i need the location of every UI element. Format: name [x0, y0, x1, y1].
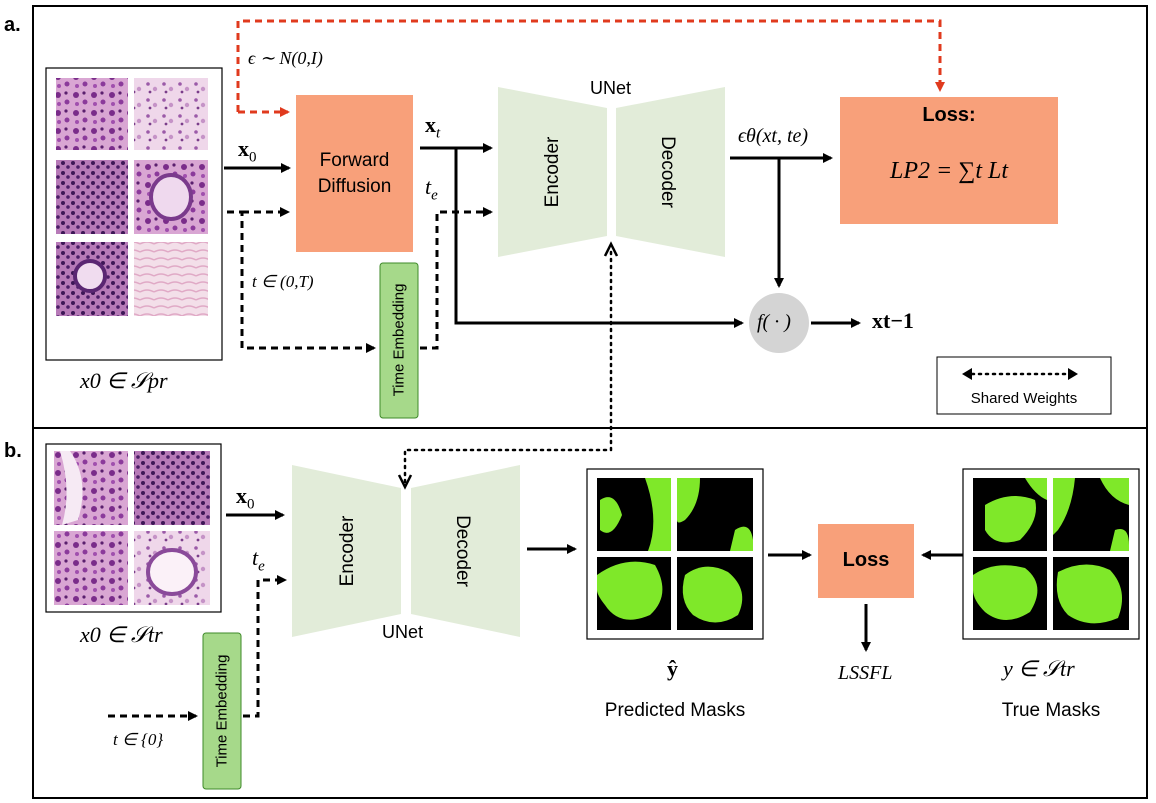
- unet-title-a: UNet: [590, 78, 632, 98]
- noise-label: ϵ ∼ N(0,I): [248, 48, 323, 68]
- te-subscript-a: e: [431, 187, 438, 204]
- x0-symbol: x: [238, 136, 249, 161]
- x0-symbol-b: x: [236, 483, 247, 508]
- shared-weights-head-down: [397, 474, 413, 490]
- f-node: [749, 293, 809, 353]
- unet-a-decoder: [616, 87, 725, 257]
- legend-arrow-right: [1068, 368, 1078, 380]
- loss-box-b: [818, 524, 914, 598]
- tissue-tile: [134, 78, 208, 150]
- panel-b-label: b.: [4, 440, 22, 462]
- true-caption: True Masks: [1001, 700, 1101, 721]
- tissue-tile: [56, 160, 128, 234]
- panel-b-frame: [32, 427, 1148, 799]
- pred-caption: Predicted Masks: [604, 700, 746, 721]
- true-masks-grid: [962, 468, 1140, 640]
- x0-subscript-b: 0: [247, 496, 255, 513]
- te-arrow-a: [420, 207, 493, 350]
- f-node-label: f( · ): [757, 311, 791, 333]
- forward-diffusion-box: [296, 95, 413, 252]
- forward-diffusion-line2: Diffusion: [317, 176, 392, 197]
- unet-b-decoder: [411, 465, 520, 637]
- unet-title-b: UNet: [382, 622, 424, 642]
- time-embedding-label-a: Time Embedding: [390, 283, 408, 397]
- tissue-tile: [134, 242, 208, 316]
- shared-weights-head-up: [603, 241, 619, 257]
- loss-title-a: Loss:: [922, 104, 976, 126]
- decoder-label-a: Decoder: [657, 136, 678, 208]
- legend-box: [936, 356, 1112, 415]
- x-prev-label: xt−1: [872, 308, 914, 333]
- xt-symbol: x: [425, 112, 436, 137]
- forward-diffusion-line1: Forward: [319, 150, 390, 171]
- te-label-a: te: [425, 174, 438, 204]
- panel-b-image-grid: [45, 443, 222, 613]
- tissue-tile: [54, 531, 128, 605]
- panel-a-image-grid: [45, 67, 223, 361]
- unet-b-encoder: [292, 465, 401, 637]
- x0-subscript: 0: [249, 149, 257, 166]
- tissue-tile: [134, 451, 210, 525]
- pred-symbol: ŷ: [667, 656, 678, 681]
- t-arrow-a: [227, 210, 376, 353]
- te-label-b: te: [252, 545, 265, 575]
- time-embedding-a: [379, 262, 419, 419]
- legend-arrow-left: [962, 368, 972, 380]
- forward-diffusion-label: Forward Diffusion: [296, 148, 413, 200]
- te-symbol-b: t: [252, 545, 259, 570]
- xt-to-f-arrow: [454, 148, 744, 328]
- time-embedding-b: [202, 632, 242, 790]
- loss-title-b: Loss: [842, 549, 890, 571]
- loss-formula: LP2 = ∑t Lt: [890, 158, 1008, 184]
- eps-theta-label: ϵθ(xt, te): [738, 125, 809, 147]
- x0-label-b: x0: [236, 483, 255, 513]
- xt-label: xt: [425, 112, 440, 142]
- loss-box-a: [840, 97, 1058, 224]
- dataset-caption-a: x0 ∈ 𝒮pr: [80, 368, 168, 393]
- encoder-label-b: Encoder: [337, 515, 358, 587]
- te-subscript-b: e: [258, 558, 265, 575]
- unet-a-encoder: [498, 87, 607, 257]
- shared-weights-link: [403, 250, 613, 485]
- te-arrow-b: [243, 575, 287, 718]
- t-zero-label: t ∈ {0}: [113, 730, 164, 749]
- panel-a-label: a.: [4, 14, 21, 36]
- time-embedding-label-b: Time Embedding: [213, 654, 231, 768]
- decoder-label-b: Decoder: [452, 515, 473, 587]
- x0-label-a: x0: [238, 136, 257, 166]
- predicted-masks-grid: [586, 468, 764, 640]
- tissue-tile: [56, 78, 128, 150]
- te-symbol-a: t: [425, 174, 432, 199]
- true-symbol: y ∈ 𝒮tr: [1003, 656, 1075, 681]
- shared-weights-label: Shared Weights: [970, 390, 1078, 407]
- t-range-label: t ∈ (0,T): [252, 272, 314, 291]
- encoder-label-a: Encoder: [542, 136, 563, 208]
- dataset-caption-b: x0 ∈ 𝒮tr: [80, 622, 163, 647]
- xt-subscript: t: [436, 125, 441, 142]
- loss-out-label: LSSFL: [838, 662, 893, 684]
